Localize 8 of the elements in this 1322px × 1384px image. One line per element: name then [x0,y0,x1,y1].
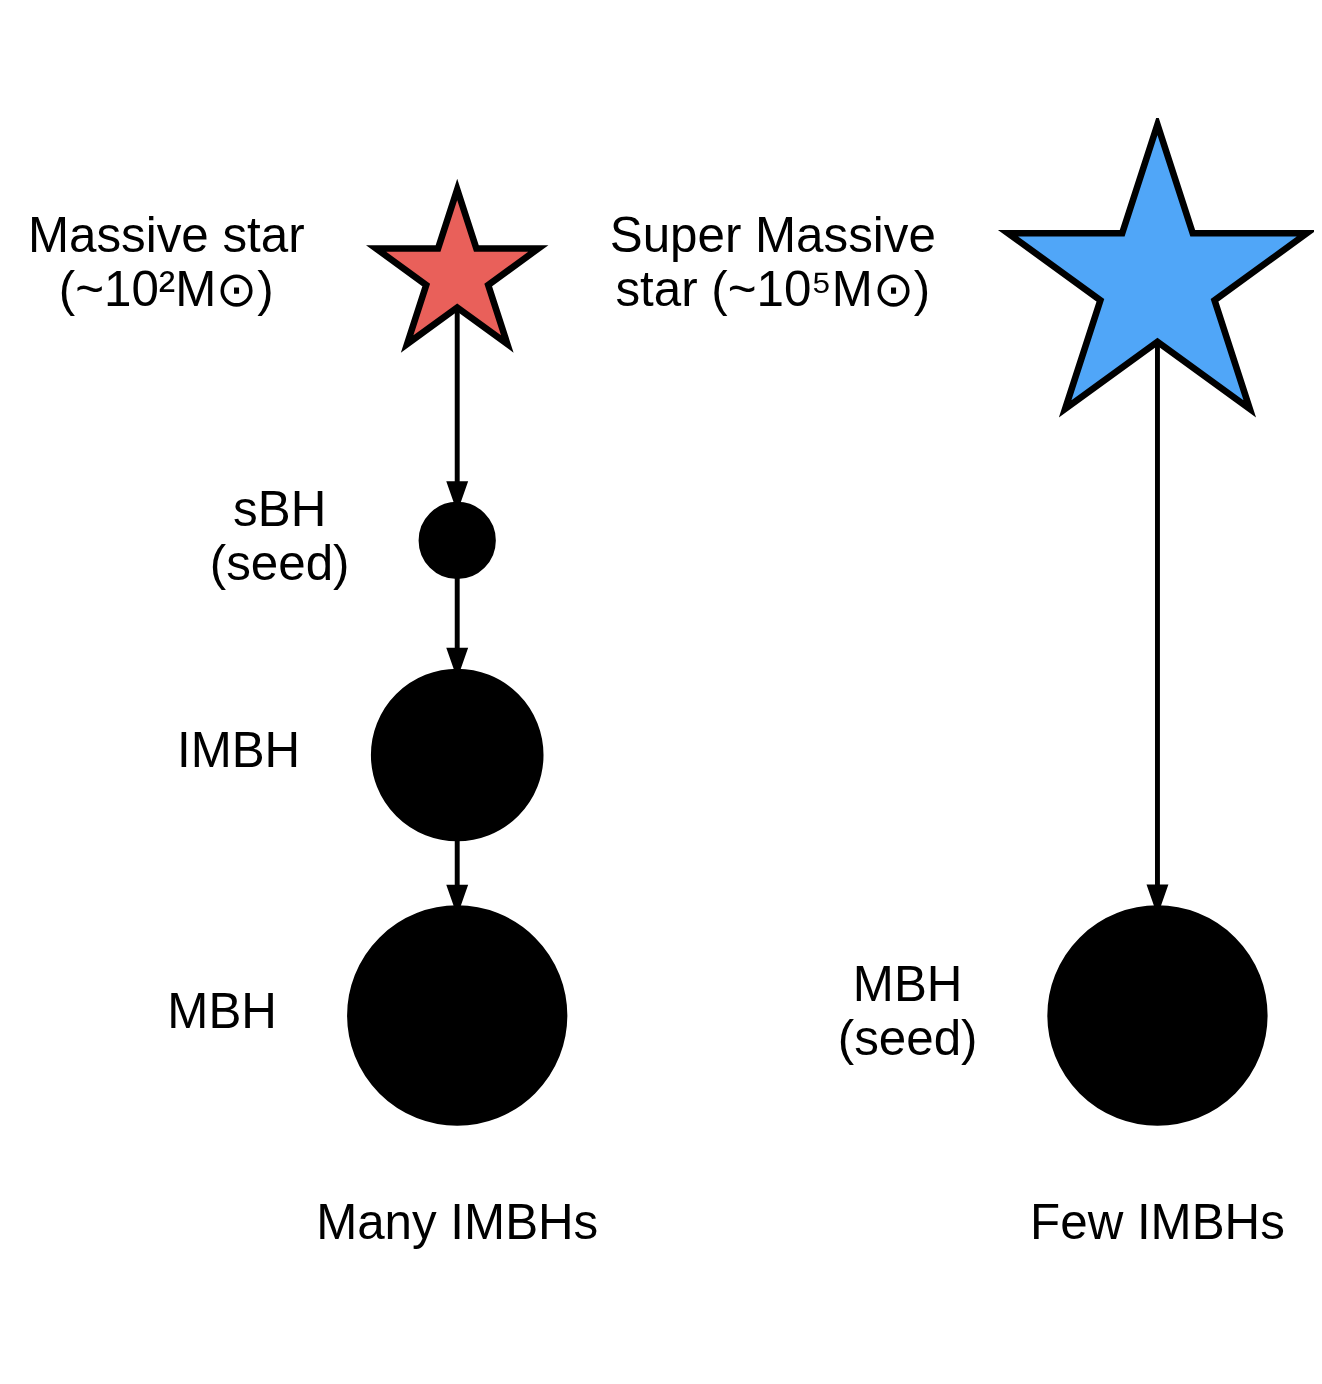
node-label: Massive star (~10²M⊙) [27,206,305,316]
node-label: sBH (seed) [209,480,350,590]
node-label: MBH (seed) [837,955,978,1065]
node-label: IMBH [176,721,301,777]
label: Few IMBHs [1030,1193,1285,1249]
node-label: Super Massive star (~10⁵M⊙) [609,206,936,316]
node-label: MBH [167,982,277,1038]
label: Many IMBHs [316,1193,599,1249]
